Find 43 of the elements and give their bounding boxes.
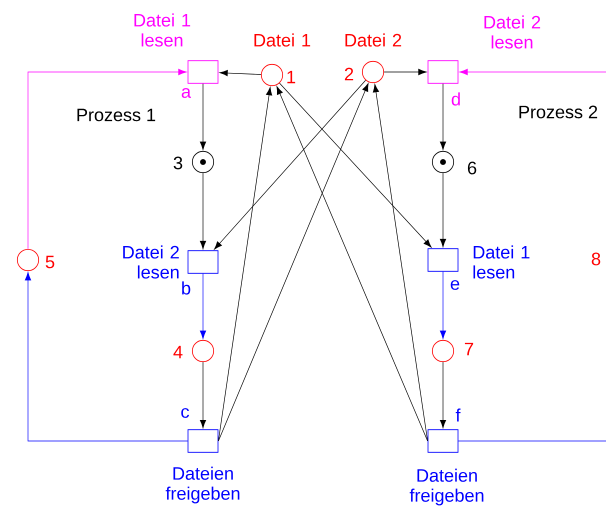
arrow [440, 83, 446, 150]
arrow [460, 68, 606, 76]
arrow [440, 172, 446, 248]
node-number: e [450, 280, 460, 290]
arrow [440, 362, 446, 428]
node-number: 4 [173, 346, 182, 358]
node-number: d [452, 92, 460, 106]
node-label: Datei 1 lesen [473, 245, 530, 279]
node-number: 3 [174, 156, 182, 170]
arrow [218, 87, 272, 442]
node-label: Datei 1 lesen [134, 13, 190, 47]
arrow [384, 68, 426, 76]
process-label: Prozess 1 [77, 108, 156, 122]
node-label: Datei 1 [254, 33, 310, 47]
node-number: 2 [344, 68, 354, 80]
node-number: c [181, 408, 190, 418]
arrow [372, 84, 428, 442]
node-number: f [456, 408, 461, 422]
node-number: 7 [464, 342, 474, 356]
arrow [24, 272, 188, 442]
arrow [220, 70, 262, 76]
node-label: Datei 2 lesen [123, 245, 179, 279]
arrow [200, 83, 206, 150]
node-label: Dateien freigeben [166, 466, 240, 504]
node-number: b [182, 281, 190, 295]
arrow [276, 86, 428, 442]
node-number: a [182, 88, 192, 98]
process-label: 8 [592, 252, 600, 266]
node-label: Datei 2 lesen [484, 15, 540, 49]
arrow [440, 271, 446, 339]
node-label: Datei 2 [345, 33, 402, 47]
arrow [28, 68, 186, 250]
arrow [200, 362, 206, 428]
node-number: 1 [287, 70, 296, 84]
node-number: 6 [468, 162, 476, 174]
process-label: Prozess 2 [519, 106, 598, 118]
arrow [218, 83, 368, 442]
arrow [214, 80, 366, 250]
node-number: 5 [46, 256, 54, 268]
arrow [279, 82, 432, 248]
arrow [200, 273, 206, 339]
arrow [200, 172, 206, 250]
node-label: Dateien freigeben [410, 468, 484, 506]
